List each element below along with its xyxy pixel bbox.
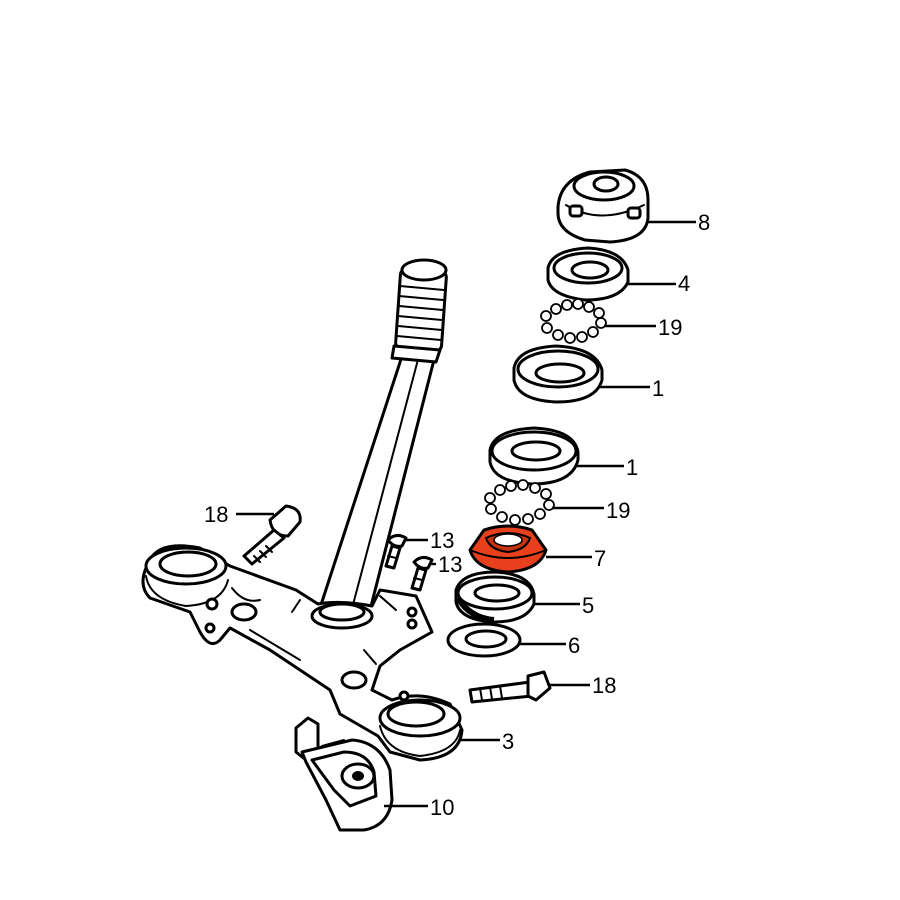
callout-5: 5 [582,593,594,618]
part-13-screw-lower[interactable] [410,555,434,592]
part-10-bracket[interactable] [294,716,394,832]
callout-3: 3 [502,729,514,754]
part-5-bottom-race[interactable] [454,570,536,624]
callout-19-lower: 19 [606,498,630,523]
part-13-screw-upper[interactable] [384,533,408,570]
callout-18-lower: 18 [592,673,616,698]
part-1-bearing-race-upper[interactable] [512,344,604,404]
callout-1-upper: 1 [652,376,664,401]
callout-18-upper: 18 [204,502,228,527]
part-19-steel-balls-lower[interactable] [484,479,555,526]
part-19-steel-balls-upper[interactable] [540,298,607,344]
callout-19-upper: 19 [658,315,682,340]
callout-8: 8 [698,210,710,235]
part-18-bolt-lower[interactable] [468,670,552,704]
part-3-steering-stem[interactable] [141,258,464,762]
callout-1-lower: 1 [626,455,638,480]
callout-4: 4 [678,271,690,296]
part-6-washer[interactable] [446,622,522,658]
part-18-bolt-upper[interactable] [242,504,302,566]
part-7-dust-seal-highlighted[interactable] [468,524,548,574]
callout-10: 10 [430,795,454,820]
part-8-stem-nut[interactable] [556,168,650,244]
callout-13-upper: 13 [430,528,454,553]
part-4-adjusting-nut[interactable] [546,246,630,302]
callout-13-lower: 13 [438,552,462,577]
callout-7: 7 [594,546,606,571]
part-1-bearing-race-lower[interactable] [488,426,580,486]
callout-6: 6 [568,633,580,658]
